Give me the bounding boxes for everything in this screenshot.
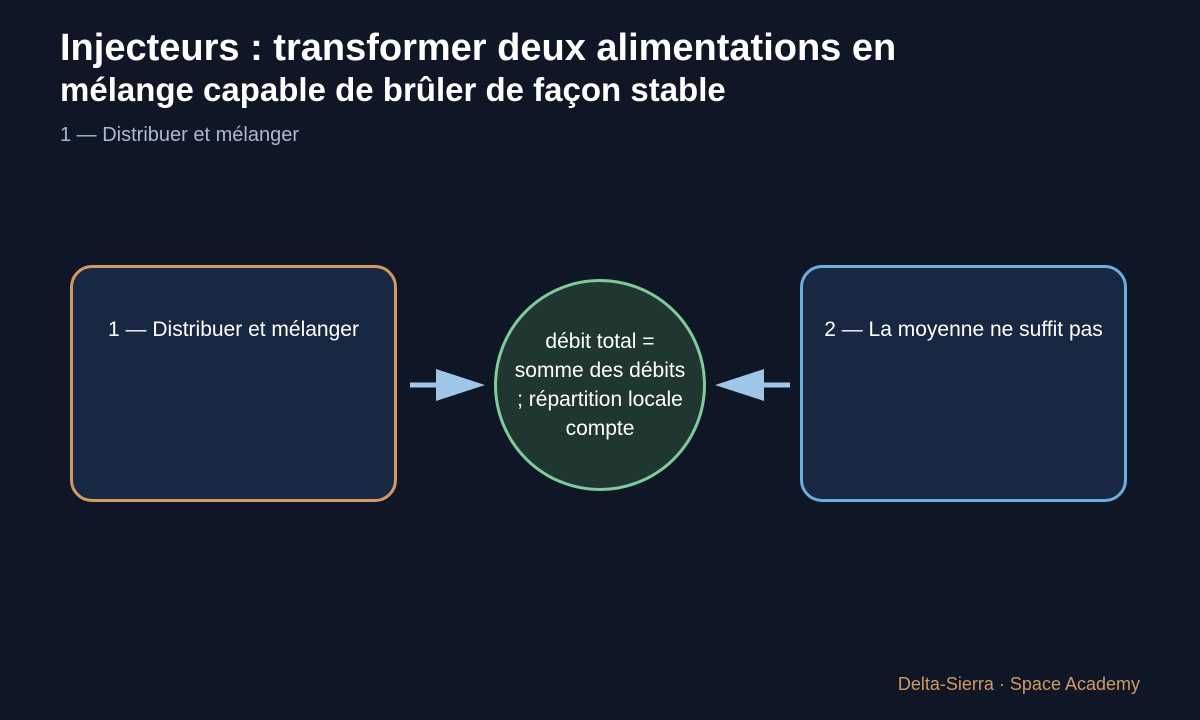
page-subtitle: 1 — Distribuer et mélanger <box>60 124 299 146</box>
center-node: débit total = somme des débits ; réparti… <box>494 279 706 491</box>
arrow-left-icon <box>715 369 790 401</box>
step-1-label: 1 — Distribuer et mélanger <box>108 318 359 341</box>
arrow-right-icon <box>410 369 485 401</box>
arrow-head <box>436 369 485 401</box>
arrow-head <box>715 369 764 401</box>
page-title: Injecteurs : transformer deux alimentati… <box>60 26 1140 110</box>
step-1-box: 1 — Distribuer et mélanger <box>70 265 397 502</box>
page-title-line-2: mélange capable de brûler de façon stabl… <box>60 71 726 108</box>
center-node-label: débit total = somme des débits ; réparti… <box>514 330 686 440</box>
footer-credit: Delta-Sierra · Space Academy <box>897 674 1140 694</box>
step-2-label: 2 — La moyenne ne suffit pas <box>824 318 1103 341</box>
step-2-box: 2 — La moyenne ne suffit pas <box>800 265 1127 502</box>
page-title-line-1: Injecteurs : transformer deux alimentati… <box>60 27 897 69</box>
